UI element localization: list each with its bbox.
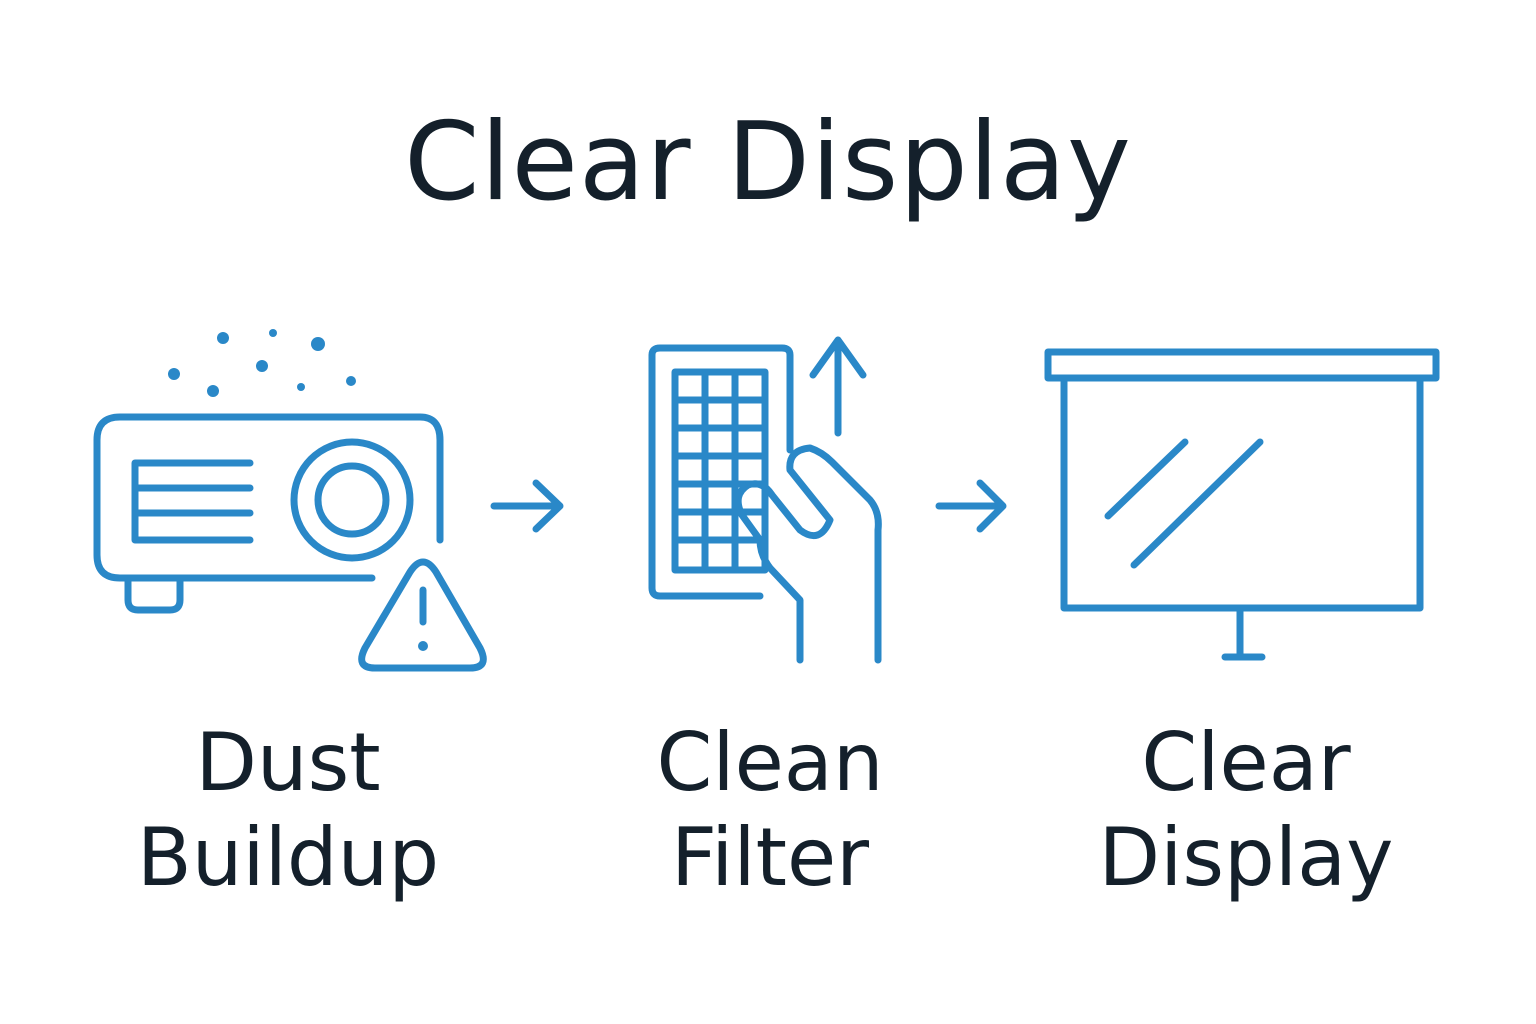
- arrow-right-icon: [490, 479, 564, 533]
- projection-screen-icon: [1044, 348, 1440, 661]
- step-label-line: Display: [1098, 811, 1394, 904]
- projector-dust-warning-icon: [93, 329, 487, 672]
- step-label-line: Clear: [1141, 716, 1351, 809]
- step-label-clean-filter: Clean Filter: [560, 715, 980, 905]
- step-label-line: Filter: [670, 811, 870, 904]
- step-label-line: Clean: [656, 716, 884, 809]
- step-label-line: Buildup: [136, 811, 440, 904]
- diagram-title: Clear Display: [404, 100, 1132, 225]
- step-label-clear-display: Clear Display: [1036, 715, 1456, 905]
- step-label-dust-buildup: Dust Buildup: [78, 715, 498, 905]
- arrow-right-icon: [935, 479, 1007, 533]
- step-label-line: Dust: [195, 716, 381, 809]
- filter-hand-icon: [648, 336, 882, 664]
